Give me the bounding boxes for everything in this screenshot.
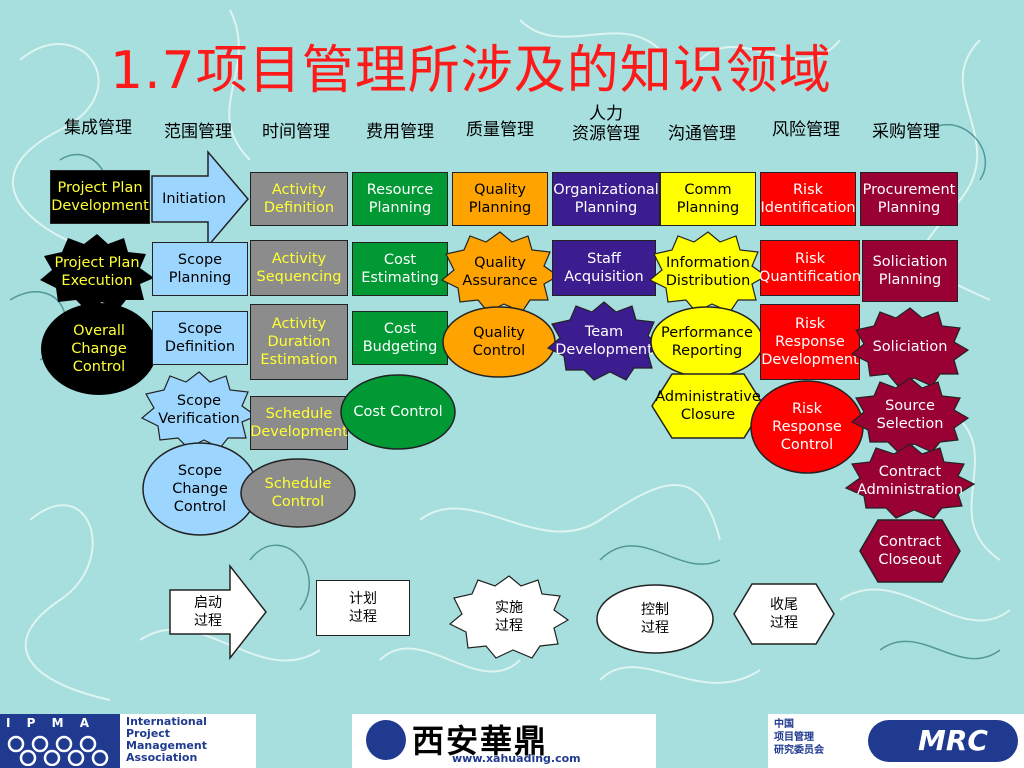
node-activity-sequencing: Activity Sequencing	[250, 240, 348, 296]
legend-controlling: 控制 过程	[596, 584, 714, 654]
node-overall-change-control: Overall Change Control	[40, 302, 158, 396]
node-team-development: Team Development	[546, 301, 662, 381]
area-human-resource: 人力 资源管理	[572, 104, 640, 144]
area-cost: 费用管理	[366, 122, 434, 142]
node-risk-response-development: Risk Response Development	[760, 304, 860, 380]
legend-planning: 计划 过程	[316, 580, 410, 636]
node-staff-acquisition: Staff Acquisition	[552, 240, 656, 296]
node-procurement-planning: Procurement Planning	[860, 172, 958, 226]
legend-executing: 实施 过程	[448, 575, 570, 659]
node-scope-change-control: Scope Change Control	[142, 442, 258, 536]
ipma-logo: I P M A International Project Management…	[0, 714, 256, 768]
node-organizational-planning: Organizational Planning	[552, 172, 660, 226]
area-risk: 风险管理	[772, 120, 840, 140]
area-communication: 沟通管理	[668, 124, 736, 144]
node-source-selection: Source Selection	[850, 377, 970, 453]
node-performance-reporting: Performance Reporting	[650, 306, 764, 378]
node-quality-planning: Quality Planning	[452, 172, 548, 226]
node-information-distribution: Information Distribution	[648, 231, 768, 313]
node-comm-planning: Comm Planning	[660, 172, 756, 226]
area-time: 时间管理	[262, 122, 330, 142]
node-contract-closeout: Contract Closeout	[859, 519, 961, 583]
area-procurement: 采购管理	[872, 122, 940, 142]
node-quality-assurance: Quality Assurance	[440, 231, 560, 313]
node-quality-control: Quality Control	[442, 306, 556, 378]
area-integration: 集成管理	[64, 118, 132, 138]
xahuading-logo: 西安華鼎 www.xahuading.com	[352, 714, 656, 768]
node-activity-duration-estimation: Activity Duration Estimation	[250, 304, 348, 380]
node-cost-budgeting: Cost Budgeting	[352, 311, 448, 365]
node-cost-estimating: Cost Estimating	[352, 242, 448, 296]
legend-initiating: 启动 过程	[169, 563, 267, 661]
node-soliciation: Soliciation	[850, 307, 970, 387]
node-risk-quantification: Risk Quantification	[759, 240, 861, 296]
node-activity-definition: Activity Definition	[250, 172, 348, 226]
node-soliciation-planning: Soliciation Planning	[862, 240, 958, 302]
node-risk-identification: Risk Identification	[760, 172, 856, 226]
page-title: 1.7项目管理所涉及的知识领域	[110, 41, 832, 101]
node-scope-verification: Scope Verification	[140, 371, 258, 449]
node-resource-planning: Resource Planning	[352, 172, 448, 226]
node-risk-response-control: Risk Response Control	[750, 380, 864, 474]
legend-closing: 收尾 过程	[733, 583, 835, 645]
node-project-plan-execution: Project Plan Execution	[40, 234, 154, 310]
node-cost-control: Cost Control	[340, 374, 456, 450]
mrc-logo: 中国 项目管理 研究委员会 MRC	[768, 714, 1024, 768]
area-scope: 范围管理	[164, 122, 232, 142]
node-project-plan-development: Project Plan Development	[50, 170, 150, 224]
node-schedule-control: Schedule Control	[240, 458, 356, 528]
node-contract-administration: Contract Administration	[844, 443, 976, 519]
node-scope-definition: Scope Definition	[152, 311, 248, 365]
area-quality: 质量管理	[466, 120, 534, 140]
node-initiation: Initiation	[151, 149, 249, 249]
node-scope-planning: Scope Planning	[152, 242, 248, 296]
node-administrative-closure: Administrative Closure	[651, 373, 765, 439]
node-schedule-development: Schedule Development	[250, 396, 348, 450]
